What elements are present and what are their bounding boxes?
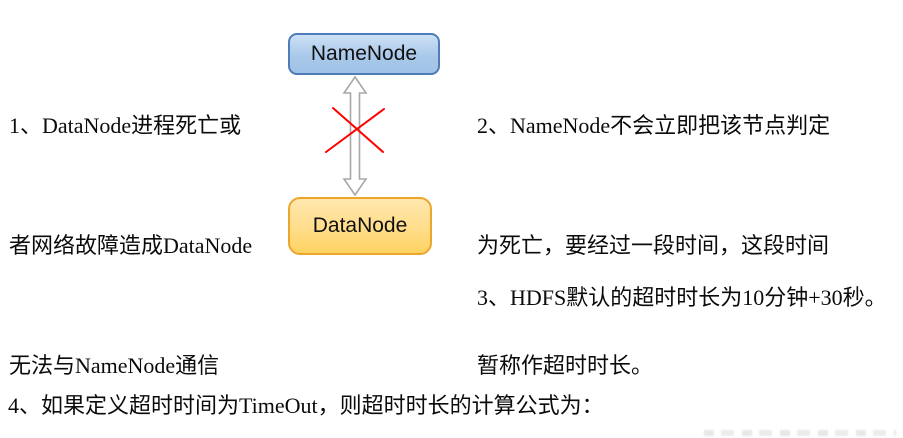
namenode-label: NameNode [310, 42, 418, 65]
annotation-2-line-2: 为死亡，要经过一段时间，这段时间 [477, 233, 830, 258]
annotation-4-line-1: 4、如果定义超时时间为TimeOut，则超时时长的计算公式为： [8, 393, 604, 418]
broken-connection-x-icon [325, 107, 385, 153]
annotation-4: 4、如果定义超时时间为TimeOut，则超时时长的计算公式为： [8, 306, 604, 438]
annotation-1-line-2: 者网络故障造成DataNode [9, 233, 253, 258]
datanode-label: DataNode [312, 214, 408, 237]
annotation-2-line-1: 2、NameNode不会立即把该节点判定 [477, 113, 831, 138]
namenode-box: NameNode [288, 33, 440, 75]
annotation-2: 2、NameNode不会立即把该节点判定 为死亡，要经过一段时间，这段时间 暂称… [477, 26, 830, 438]
heartbeat-double-arrow [342, 75, 368, 197]
annotation-3-line-1: 3、HDFS默认的超时时长为10分钟+30秒。 [477, 285, 887, 310]
annotation-3: 3、HDFS默认的超时时长为10分钟+30秒。 [477, 198, 887, 398]
annotation-1: 1、DataNode进程死亡或 者网络故障造成DataNode 无法与NameN… [9, 26, 252, 438]
datanode-box: DataNode [288, 197, 432, 255]
annotation-1-line-1: 1、DataNode进程死亡或 [9, 113, 242, 138]
annotation-2-line-3: 暂称作超时时长。 [477, 353, 654, 378]
annotation-1-line-3: 无法与NameNode通信 [9, 353, 220, 378]
watermark-remnant [704, 430, 896, 436]
